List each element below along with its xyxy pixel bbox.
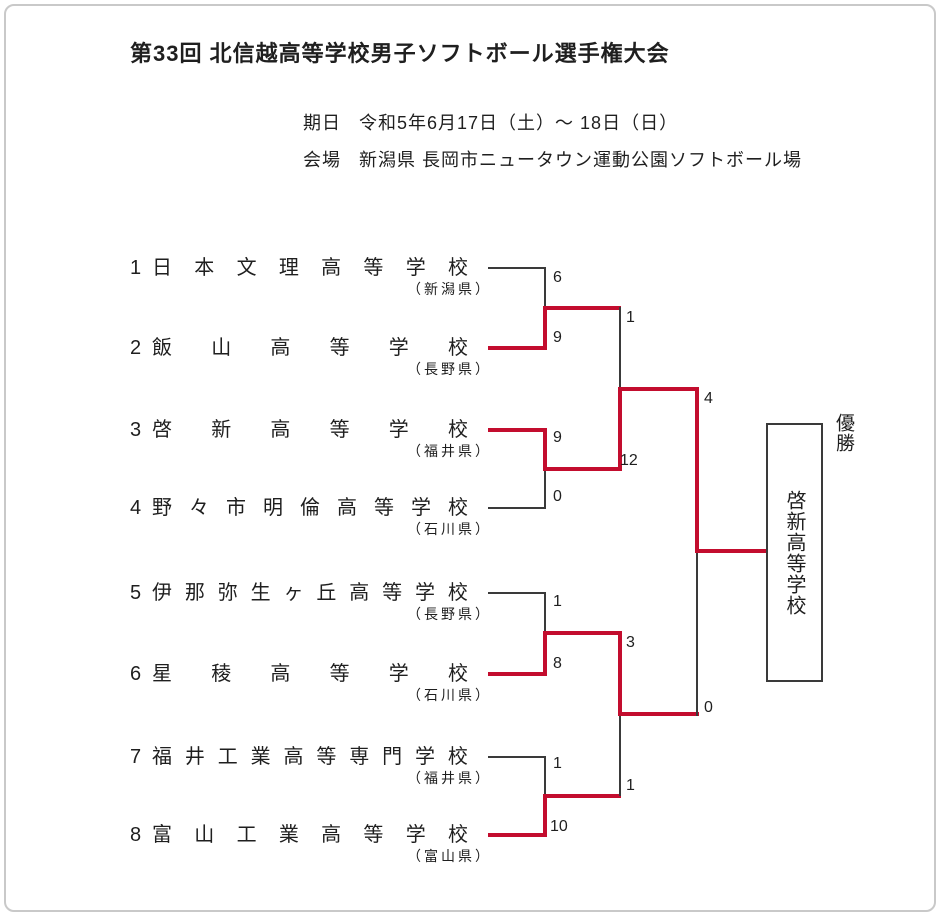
match1-join-lower-winner [543,306,547,350]
semifinal-top-winner-line [618,387,699,391]
team-prefecture: （富山県） [407,848,492,864]
team-row-3: 3 啓新高等学校 （福井県） [128,417,489,465]
match4-winner-line [543,794,621,798]
match4-join-upper [544,756,546,798]
team-prefecture: （福井県） [407,443,492,459]
team-name: 富山工業高等学校 [152,824,468,846]
team-name: 野々市明倫高等学校 [152,497,468,519]
team-prefecture: （福井県） [407,770,492,786]
team-seed: 1 [130,257,142,279]
team-seed: 3 [130,419,142,441]
semifinal-bottom-upper-score: 3 [626,634,635,651]
match3-winner-line [543,631,621,635]
match1-join-upper [544,267,546,308]
team1-score: 6 [553,269,562,286]
team-row-1: 1 日本文理高等学校 （新潟県） [128,255,489,303]
team4-score: 0 [553,488,562,505]
match4-join-lower-winner [543,794,547,837]
champion-name: 啓新高等学校 [783,489,805,616]
champion-box: 啓新高等学校 [766,423,823,682]
team-prefecture: （石川県） [407,687,492,703]
team8-line-winner [488,833,545,837]
team-row-2: 2 飯山高等学校 （長野県） [128,335,489,383]
team-row-6: 6 星稜高等学校 （石川県） [128,661,489,709]
date-value: 令和5年6月17日（土）～ 18日（日） [359,113,679,133]
match2-winner-line [543,467,621,471]
team-row-5: 5 伊那弥生ヶ丘高等学校 （長野県） [128,580,489,628]
team7-line [488,756,545,758]
match3-join-lower-winner [543,631,547,676]
semifinal-top-upper-score: 1 [626,309,635,326]
team-seed: 7 [130,746,142,768]
team-row-8: 8 富山工業高等学校 （富山県） [128,822,489,870]
team-seed: 4 [130,497,142,519]
team7-score: 1 [553,755,562,772]
team-row-7: 7 福井工業高等専門学校 （福井県） [128,744,489,792]
event-date-row: 期日令和5年6月17日（土）～ 18日（日） [303,109,678,135]
team-prefecture: （長野県） [407,606,492,622]
final-winner-line [695,549,766,553]
team1-line [488,267,545,269]
semifinal-bottom-winner-line [618,712,699,716]
team-name: 伊那弥生ヶ丘高等学校 [152,582,468,604]
venue-value: 新潟県 長岡市ニュータウン運動公園ソフトボール場 [359,150,802,170]
team3-score: 9 [553,429,562,446]
team-name: 飯山高等学校 [152,337,468,359]
team-name: 星稜高等学校 [152,663,468,685]
team-name: 福井工業高等専門学校 [152,746,468,768]
team6-line-winner [488,672,545,676]
final-lower-score: 0 [704,699,713,716]
semifinal-top-join-lower-winner [618,387,622,471]
semifinal-top-lower-score: 12 [620,452,638,469]
team2-line-winner [488,346,545,350]
match2-join-lower [544,469,546,509]
team-name: 啓新高等学校 [152,419,468,441]
semifinal-bottom-join-lower [619,714,621,796]
final-upper-score: 4 [704,390,713,407]
team-row-4: 4 野々市明倫高等学校 （石川県） [128,495,489,543]
team-seed: 2 [130,337,142,359]
team-prefecture: （石川県） [407,521,492,537]
final-join-upper-winner [695,387,699,553]
team4-line [488,507,545,509]
semifinal-top-join-upper [619,307,621,389]
date-label: 期日 [303,113,341,133]
page-title: 第33回 北信越高等学校男子ソフトボール選手権大会 [130,41,670,66]
team3-line-winner [488,428,545,432]
match3-join-upper [544,592,546,634]
event-venue-row: 会場新潟県 長岡市ニュータウン運動公園ソフトボール場 [303,146,802,172]
venue-label: 会場 [303,150,341,170]
team2-score: 9 [553,329,562,346]
semifinal-bottom-join-upper-winner [618,631,622,716]
team-prefecture: （新潟県） [407,281,492,297]
team-name: 日本文理高等学校 [152,257,468,279]
team5-line [488,592,545,594]
match1-winner-line [543,306,621,310]
champion-label: 優勝 [833,413,854,453]
team-seed: 5 [130,582,142,604]
team-prefecture: （長野県） [407,361,492,377]
team-seed: 8 [130,824,142,846]
team-seed: 6 [130,663,142,685]
semifinal-bottom-lower-score: 1 [626,777,635,794]
match2-join-upper-winner [543,428,547,471]
team5-score: 1 [553,593,562,610]
team8-score: 10 [550,818,568,835]
final-join-lower [696,551,698,716]
team6-score: 8 [553,655,562,672]
